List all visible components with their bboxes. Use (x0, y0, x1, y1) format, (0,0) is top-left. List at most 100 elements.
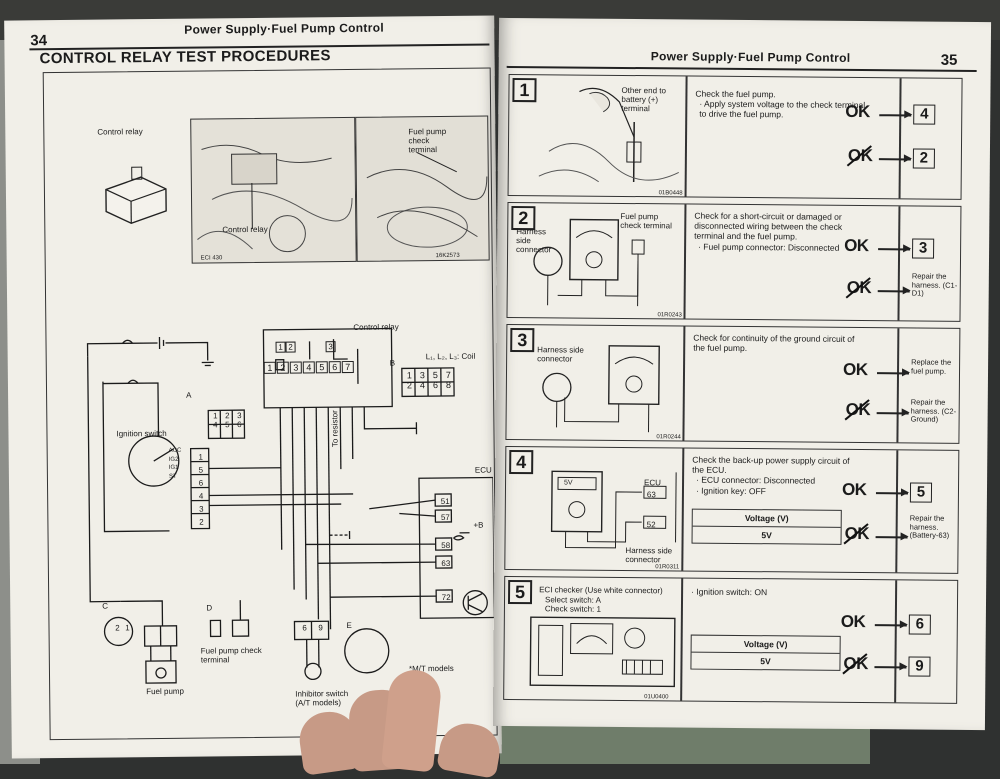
step-3-ng-target: Repair the harness. (C2-Ground) (911, 398, 957, 424)
step-2-ng-arrow (878, 290, 910, 292)
ignition-pins: 1 5 6 4 3 2 (193, 450, 210, 528)
connector-b-pin: 6 (429, 380, 442, 390)
step-4-voltage-table: Voltage (V) 5V (692, 509, 842, 545)
fuel-pump-label: Fuel pump (146, 687, 184, 697)
step-3-ok-arrow (877, 372, 909, 374)
relay-pin: 2 (277, 362, 289, 374)
ign-pin: 1 (193, 450, 209, 463)
inhibitor-switch-label: Inhibitor switch (A/T models) (295, 689, 351, 708)
ign-term: IG1 (169, 464, 182, 473)
ecu-pin-51: 51 (437, 497, 453, 506)
connector-a-pins: 1 2 3 4 5 6 (209, 411, 245, 429)
relay-top-pin: 3 (326, 341, 336, 352)
ecu-pin-58: 58 (438, 541, 454, 550)
step-2-instruction-title: Check for a short-circuit or damaged or … (694, 211, 864, 243)
step-4-pin-63: 63 (647, 490, 656, 499)
step-2-ng-target: Repair the harness. (C1-D1) (912, 272, 958, 298)
step-2-instruction: Check for a short-circuit or damaged or … (694, 211, 864, 253)
ign-pin: 3 (193, 502, 209, 515)
relay-pin: 7 (342, 361, 354, 373)
ecu-pin-63: 63 (438, 559, 454, 568)
connector-d-label: D (206, 603, 212, 612)
ecu-pin-57: 57 (437, 513, 453, 522)
step-4-figure (545, 461, 680, 558)
connector-b-pin: 8 (442, 380, 455, 390)
fuel-pump-check-terminal-label: Fuel pump check terminal (408, 127, 458, 155)
step-3-ng-arrow (877, 412, 909, 414)
step-1-number: 1 (512, 78, 536, 102)
ignition-terminals: ACC IG2 IG1 ST (169, 447, 182, 482)
relay-location-photo: Control relay ECI 430 (190, 117, 357, 264)
connector-a-pin: 2 (221, 411, 233, 420)
check-terminal-photo: Fuel pump check terminal 16K2573 (355, 116, 490, 262)
step-4-number: 4 (509, 450, 533, 474)
ign-term: ACC (169, 447, 182, 456)
step-1: 1 Other end to battery (+) terminal 01B0… (508, 74, 963, 200)
relay-top-pins: 1 2 3 (276, 341, 336, 353)
step-3-harness-label: Harness side connector (537, 345, 587, 364)
right-page: Power Supply·Fuel Pump Control 35 1 Othe… (493, 18, 991, 730)
step-4-instruction-title: Check the back-up power supply circuit o… (692, 455, 862, 477)
relay-pin: 4 (303, 361, 315, 373)
step-3-instruction-title: Check for continuity of the ground circu… (693, 333, 863, 355)
step-5-ng-target: 9 (908, 656, 930, 676)
step-3-ok-target: Replace the fuel pump. (911, 358, 957, 376)
connector-b-pins: 1 3 5 7 2 4 6 8 (403, 370, 455, 391)
connector-b-pin: 1 (403, 370, 416, 380)
step-4-harness-label: Harness side connector (625, 546, 675, 565)
control-relay-label: Control relay (97, 127, 142, 137)
connector-a-pin: 6 (233, 420, 245, 429)
step-4-ok-target: 5 (910, 482, 932, 502)
relay-top-pin: 2 (286, 342, 296, 353)
step-1-instruction: Check the fuel pump. · Apply system volt… (695, 89, 865, 121)
step-4-ng-target: Repair the harness. (Battery-63) (910, 514, 956, 540)
step-4: 4 5V ECU 63 52 Harness side connector 01… (504, 446, 959, 574)
ign-pin: 5 (193, 463, 209, 476)
step-5-ok-target: 6 (909, 614, 931, 634)
step-3-ng-label: OK (846, 400, 871, 420)
step-1-ng-arrow (879, 158, 911, 160)
connector-a-pin: 5 (221, 420, 233, 429)
step-5-ok-arrow (875, 624, 907, 626)
step-5-ng-arrow (874, 666, 906, 668)
to-resistor-label: To resistor (330, 410, 340, 447)
step-5-voltage-header: Voltage (V) (692, 636, 840, 654)
step-3: 3 Harness side connector 01R0244 Check f… (505, 324, 960, 444)
fig1-code: ECI 430 (201, 255, 223, 261)
connector-a-label: A (186, 391, 191, 400)
connector-b-label: B (390, 359, 395, 368)
step-2-ok-label: OK (844, 236, 869, 256)
relay-diagram-label: Control relay (353, 322, 398, 332)
connector-c-label: C (102, 602, 108, 611)
step-1-fig-code: 01B0448 (659, 190, 683, 196)
step-5-instruction-title: · Ignition switch: ON (691, 587, 861, 599)
relay-top-pin: 1 (276, 342, 286, 353)
step-5-instruction: · Ignition switch: ON (691, 587, 861, 599)
relay-pin: 6 (329, 361, 341, 373)
relay-photo-label: Control relay (222, 225, 267, 235)
plus-b-label: +B (473, 521, 483, 530)
step-4-ng-label: OK (845, 524, 870, 544)
right-running-head: Power Supply·Fuel Pump Control (651, 49, 851, 65)
connector-e-label: E (346, 621, 351, 630)
relay-coil-note: L₁, L₂, L₃: Coil (426, 352, 476, 362)
step-1-fig-label: Other end to battery (+) terminal (621, 86, 673, 114)
step-5-voltage-table: Voltage (V) 5V (690, 635, 840, 671)
right-page-number: 35 (941, 52, 958, 69)
step-3-instruction: Check for continuity of the ground circu… (693, 333, 863, 355)
left-page: 34 Power Supply·Fuel Pump Control CONTRO… (4, 15, 502, 758)
step-4-meter-reading: 5V (564, 479, 573, 486)
control-relay-illustration (96, 159, 177, 230)
fuel-pump-pin: 2 (112, 623, 122, 632)
fig2-code: 16K2573 (436, 253, 460, 259)
right-head-rule (507, 66, 977, 72)
step-2-instruction-detail: · Fuel pump connector: Disconnected (694, 241, 864, 253)
step-4-fig-code: 01R0311 (655, 564, 679, 570)
inhibitor-pin: 6 (296, 623, 312, 632)
relay-pin: 5 (316, 361, 328, 373)
ecu-pin-72: 72 (438, 593, 454, 602)
left-page-number: 34 (30, 32, 47, 49)
connector-a-pin: 4 (209, 420, 221, 429)
inhibitor-pin: 9 (312, 623, 328, 632)
step-2-fig-code: 01R0243 (657, 312, 681, 318)
